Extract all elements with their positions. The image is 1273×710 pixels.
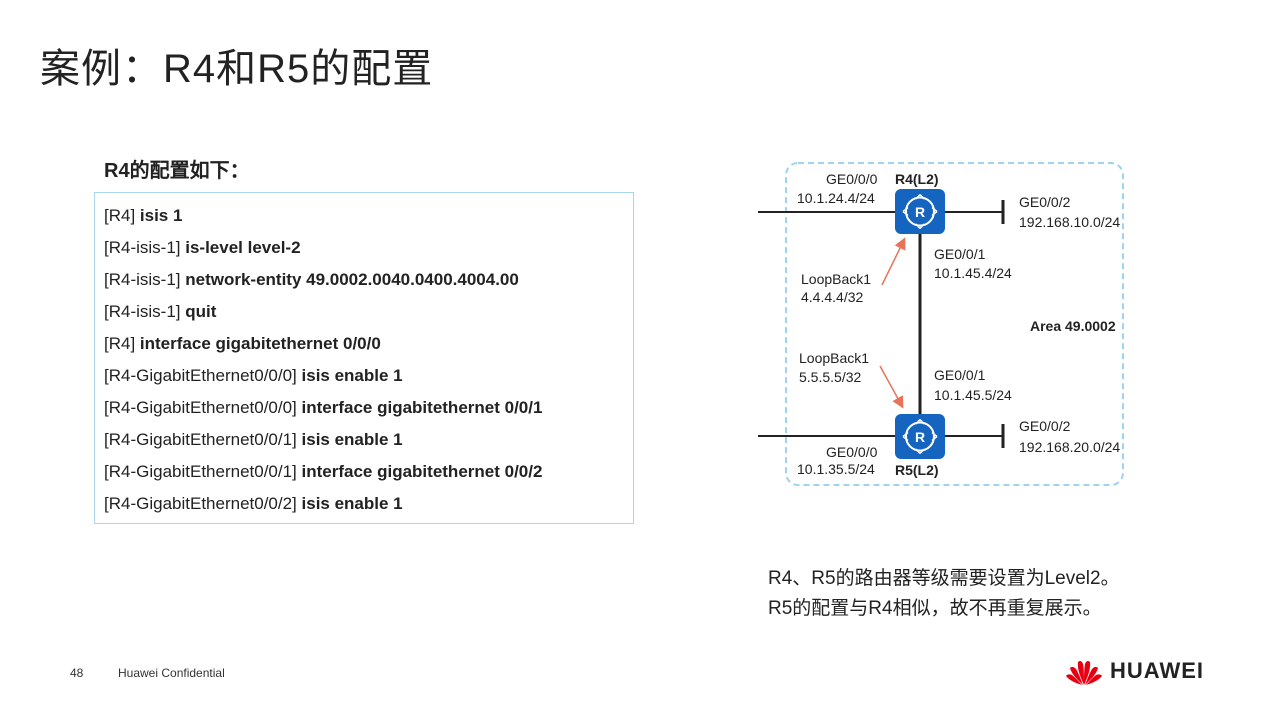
- router-icon: [905, 421, 935, 452]
- config-prompt: [R4-GigabitEthernet0/0/0]: [104, 366, 302, 385]
- config-command: interface gigabitethernet 0/0/0: [139, 334, 381, 353]
- r4-label: R4(L2): [895, 171, 939, 187]
- brand: HUAWEI: [1064, 656, 1204, 686]
- config-line: [R4-GigabitEthernet0/0/1] interface giga…: [104, 459, 633, 491]
- router-r4: R: [895, 189, 945, 234]
- brand-name: HUAWEI: [1110, 658, 1204, 683]
- r4-ge002-ip: 192.168.10.0/24: [1019, 214, 1120, 230]
- config-command: isis enable 1: [301, 494, 403, 513]
- router-icon: [905, 196, 935, 227]
- r4-ge001-label: GE0/0/1: [934, 246, 986, 262]
- config-line: [R4-isis-1] is-level level-2: [104, 235, 633, 267]
- r5-loopback-arrow: [879, 365, 904, 409]
- area-label: Area 49.0002: [1030, 318, 1116, 334]
- r5-ge002-label: GE0/0/2: [1019, 418, 1071, 434]
- config-prompt: [R4-isis-1]: [104, 302, 186, 321]
- config-line: [R4-isis-1] network-entity 49.0002.0040.…: [104, 267, 633, 299]
- config-command: isis enable 1: [301, 366, 403, 385]
- config-line: [R4-isis-1] quit: [104, 299, 633, 331]
- config-command: network-entity 49.0002.0040.0400.4004.00: [185, 270, 519, 289]
- note: R4、R5的路由器等级需要设置为Level2。 R5的配置与R4相似，故不再重复…: [768, 564, 1120, 624]
- r4-loopback-ip: 4.4.4.4/32: [801, 289, 863, 305]
- r5-ge001-ip: 10.1.45.5/24: [934, 387, 1012, 403]
- config-line: [R4-GigabitEthernet0/0/0] interface giga…: [104, 395, 633, 427]
- config-prompt: [R4-GigabitEthernet0/0/1]: [104, 430, 302, 449]
- router-glyph: R: [915, 429, 925, 445]
- huawei-logo-icon: [1066, 660, 1102, 685]
- config-prompt: [R4-isis-1]: [104, 270, 186, 289]
- note-line-2: R5的配置与R4相似，故不再重复展示。: [768, 598, 1102, 619]
- config-prompt: [R4-GigabitEthernet0/0/0]: [104, 398, 302, 417]
- config-line: [R4] isis 1: [104, 203, 633, 235]
- r4-ge001-ip: 10.1.45.4/24: [934, 265, 1012, 281]
- config-line: [R4] interface gigabitethernet 0/0/0: [104, 331, 633, 363]
- config-heading: R4的配置如下：: [104, 160, 250, 182]
- config-command: isis enable 1: [301, 430, 403, 449]
- r4-loopback-label: LoopBack1: [801, 271, 871, 287]
- r4-ge000-ip: 10.1.24.4/24: [797, 190, 875, 206]
- config-prompt: [R4]: [104, 334, 140, 353]
- router-r5: R: [895, 414, 945, 459]
- config-command: isis 1: [139, 206, 183, 225]
- r5-ge001-label: GE0/0/1: [934, 367, 986, 383]
- config-line: [R4-GigabitEthernet0/0/1] isis enable 1: [104, 427, 633, 459]
- r5-loopback-label: LoopBack1: [799, 350, 869, 366]
- r4-ge002-label: GE0/0/2: [1019, 194, 1071, 210]
- config-line: [R4-GigabitEthernet0/0/0] isis enable 1: [104, 363, 633, 395]
- config-command: interface gigabitethernet 0/0/2: [301, 462, 543, 481]
- config-command: is-level level-2: [185, 238, 301, 257]
- area-boundary: [785, 162, 1124, 486]
- confidential-label: Huawei Confidential: [118, 666, 225, 680]
- config-command: interface gigabitethernet 0/0/1: [301, 398, 543, 417]
- router-glyph: R: [915, 204, 925, 220]
- r5-ge000-ip: 10.1.35.5/24: [797, 461, 875, 477]
- page-title: 案例：R4和R5的配置: [40, 47, 434, 91]
- config-line: [R4-GigabitEthernet0/0/2] isis enable 1: [104, 491, 633, 523]
- r5-label: R5(L2): [895, 462, 939, 478]
- config-prompt: [R4]: [104, 206, 140, 225]
- page-number: 48: [70, 666, 84, 680]
- config-box: [R4] isis 1 [R4-isis-1] is-level level-2…: [94, 192, 634, 524]
- config-prompt: [R4-GigabitEthernet0/0/2]: [104, 494, 302, 513]
- r5-ge002-ip: 192.168.20.0/24: [1019, 439, 1120, 455]
- r4-loopback-arrow: [881, 237, 906, 286]
- r5-ge000-label: GE0/0/0: [826, 444, 878, 460]
- config-prompt: [R4-isis-1]: [104, 238, 186, 257]
- r4-ge000-label: GE0/0/0: [826, 171, 878, 187]
- r5-loopback-ip: 5.5.5.5/32: [799, 369, 861, 385]
- note-line-1: R4、R5的路由器等级需要设置为Level2。: [768, 568, 1120, 589]
- config-command: quit: [185, 302, 217, 321]
- config-prompt: [R4-GigabitEthernet0/0/1]: [104, 462, 302, 481]
